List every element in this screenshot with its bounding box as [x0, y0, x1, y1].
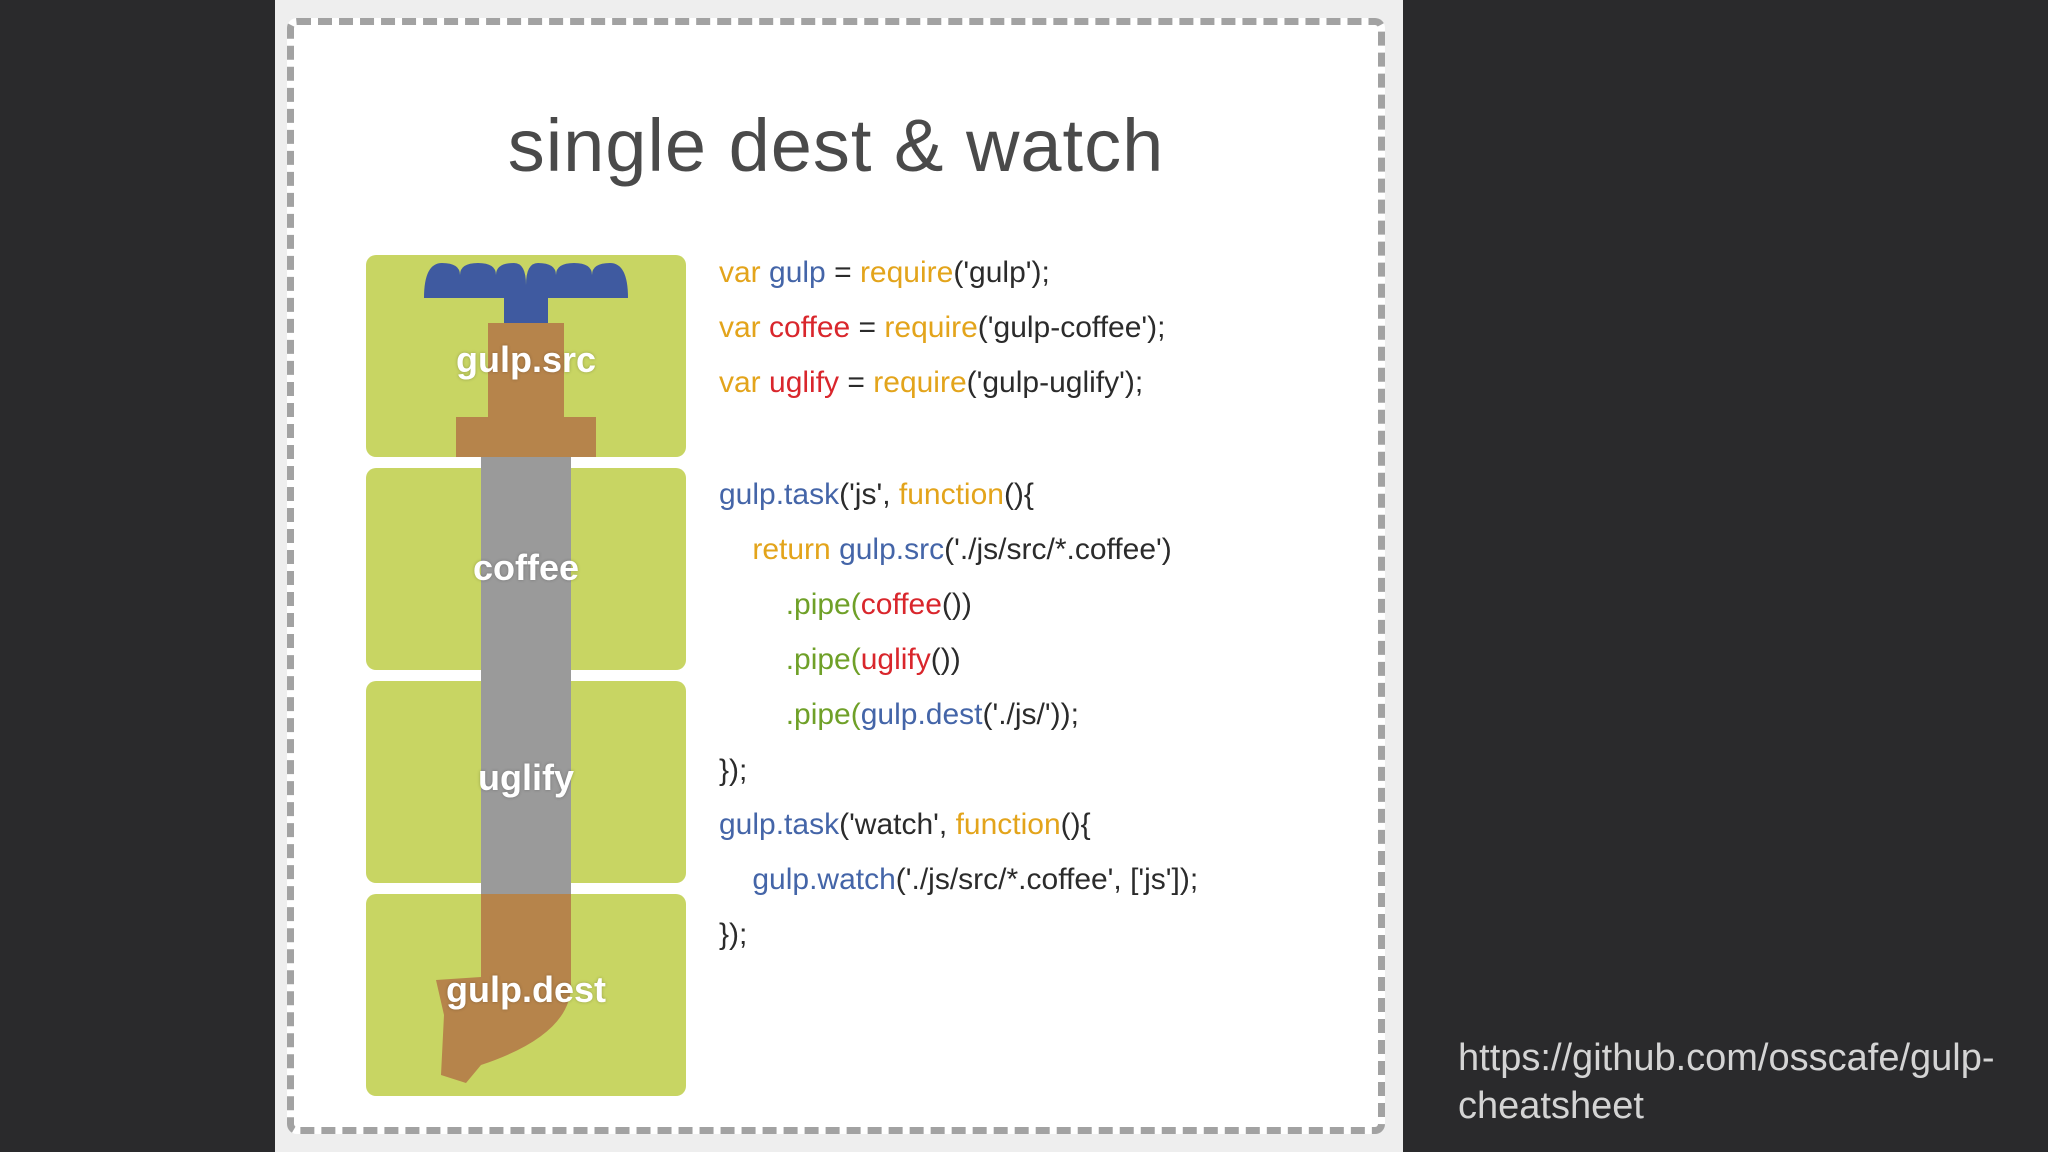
code-token: ('gulp'); [953, 256, 1050, 289]
pipeline-illustration [366, 255, 686, 1096]
stage-label-uglify: uglify [478, 757, 574, 798]
code-line: .pipe(gulp.dest('./js/')); [719, 695, 1079, 735]
tap-handle-icon [424, 263, 628, 323]
code-line: gulp.task('js', function(){ [719, 475, 1034, 515]
code-line: gulp.task('watch', function(){ [719, 805, 1091, 845]
outlet-elbow [436, 894, 571, 1083]
code-token [719, 533, 752, 566]
code-line: return gulp.src('./js/src/*.coffee') [719, 530, 1172, 570]
code-token: return [752, 533, 840, 566]
code-line: .pipe(coffee()) [719, 585, 972, 625]
code-line: var coffee = require('gulp-coffee'); [719, 308, 1165, 348]
code-token: gulp.src [839, 533, 945, 566]
code-token: coffee [769, 311, 851, 344]
stage-label-dest: gulp.dest [446, 969, 606, 1010]
code-token [719, 698, 786, 731]
slide: single dest & watch [275, 0, 1403, 1152]
stage-label-src: gulp.src [455, 339, 597, 380]
slide-title: single dest & watch [507, 104, 1165, 187]
code-token [719, 643, 786, 676]
code-token: ('js', [839, 478, 899, 511]
code-line: var uglify = require('gulp-uglify'); [719, 363, 1143, 403]
code-token: }); [719, 918, 748, 951]
code-line: }); [719, 751, 747, 791]
code-token: var [719, 256, 770, 289]
code-token: require [884, 311, 978, 344]
code-token: (){ [1003, 478, 1034, 511]
code-token: ('./js/')); [982, 698, 1079, 731]
code-line: var gulp = require('gulp'); [719, 253, 1050, 293]
code-token: = [839, 366, 874, 399]
code-token: ()) [930, 643, 961, 676]
stage-label-coffee: coffee [472, 547, 580, 588]
code-token: ('gulp-uglify'); [966, 366, 1144, 399]
code-line: }); [719, 915, 747, 955]
code-line: gulp.watch('./js/src/*.coffee', ['js']); [719, 860, 1198, 900]
code-token: gulp.dest [860, 698, 983, 731]
code-token: uglify [860, 643, 931, 676]
tap-body [456, 323, 596, 457]
code-token: .pipe( [785, 588, 861, 621]
code-token: ('./js/src/*.coffee') [944, 533, 1172, 566]
code-token: gulp.task [719, 478, 840, 511]
code-token: = [850, 311, 885, 344]
code-token: }); [719, 754, 748, 787]
source-url-line1[interactable]: https://github.com/osscafe/gulp- [1458, 1037, 1995, 1079]
slide-frame: single dest & watch [287, 18, 1385, 1134]
code-token: = [825, 256, 860, 289]
code-token: gulp [769, 256, 826, 289]
code-token: uglify [769, 366, 840, 399]
code-line: .pipe(uglify()) [719, 640, 961, 680]
code-token: coffee [860, 588, 942, 621]
code-token: ('gulp-coffee'); [977, 311, 1166, 344]
code-token [719, 863, 752, 896]
code-token: var [719, 311, 770, 344]
code-token: ('watch', [839, 808, 956, 841]
code-token: var [719, 366, 770, 399]
source-url-line2[interactable]: cheatsheet [1458, 1085, 1644, 1127]
pipeline-diagram: gulp.src coffee uglify gulp.dest [366, 255, 686, 1098]
code-token [719, 588, 786, 621]
source-url[interactable]: https://github.com/osscafe/gulp- cheatsh… [1458, 1034, 2018, 1130]
code-token: function [898, 478, 1004, 511]
code-token: function [955, 808, 1061, 841]
code-token: ()) [941, 588, 972, 621]
code-token: gulp.task [719, 808, 840, 841]
code-token: gulp.watch [752, 863, 896, 896]
code-token: .pipe( [785, 698, 861, 731]
code-token: ('./js/src/*.coffee', ['js']); [895, 863, 1199, 896]
code-token: .pipe( [785, 643, 861, 676]
code-token: (){ [1060, 808, 1091, 841]
pipe-gray-segment [481, 457, 571, 894]
code-token: require [859, 256, 954, 289]
code-token: require [873, 366, 967, 399]
